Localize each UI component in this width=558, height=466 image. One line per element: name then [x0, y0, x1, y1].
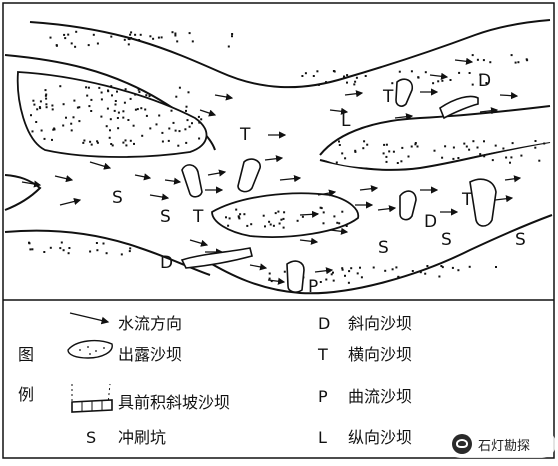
legend-code-P: P	[318, 387, 328, 406]
legend-type-T: 横向沙坝	[348, 345, 412, 364]
legend-type-L: 纵向沙坝	[348, 428, 412, 447]
legend-item-exposed-bar: 出露沙坝	[118, 345, 182, 364]
bar-labels: D T L T S S T D P S D S T S	[112, 71, 526, 297]
legend-lens-icon	[67, 339, 113, 359]
legend-title-2: 例	[18, 385, 34, 404]
legend: 图 例 水流方向 出露沙坝 具前积斜坡沙坝 S 冲刷坑 D 斜向沙坝 T 横向沙…	[18, 312, 412, 447]
foreset-bars	[180, 78, 497, 293]
frame	[2, 2, 555, 459]
label-D: D	[160, 253, 173, 273]
label-D: D	[424, 212, 437, 232]
legend-code-T: T	[317, 345, 328, 364]
wechat-icon	[452, 434, 472, 454]
flow-arrows	[21, 57, 522, 285]
label-P: P	[308, 277, 318, 297]
watermark-text: 石灯勘探	[478, 438, 531, 454]
legend-item-foreset-bar: 具前积斜坡沙坝	[118, 393, 230, 412]
legend-symbol-S: S	[86, 428, 96, 447]
legend-code-D: D	[318, 314, 330, 333]
legend-type-P: 曲流沙坝	[348, 387, 412, 406]
legend-type-D: 斜向沙坝	[348, 314, 412, 333]
exposed-bars	[16, 71, 550, 238]
legend-code-L: L	[318, 428, 327, 447]
watermark: 石灯勘探	[446, 430, 556, 458]
legend-arrow-icon	[69, 312, 110, 325]
label-T: T	[192, 207, 204, 227]
label-T: T	[461, 190, 473, 210]
label-S: S	[112, 188, 123, 208]
legend-title-1: 图	[18, 345, 34, 364]
label-T: T	[239, 125, 251, 145]
label-D: D	[478, 71, 491, 91]
legend-item-flow: 水流方向	[118, 314, 182, 333]
label-S: S	[515, 230, 526, 250]
label-T: T	[382, 87, 394, 107]
label-L: L	[341, 111, 351, 131]
legend-item-scour: 冲刷坑	[118, 428, 166, 447]
label-S: S	[160, 207, 171, 227]
label-S: S	[378, 238, 389, 258]
label-S: S	[441, 230, 452, 250]
